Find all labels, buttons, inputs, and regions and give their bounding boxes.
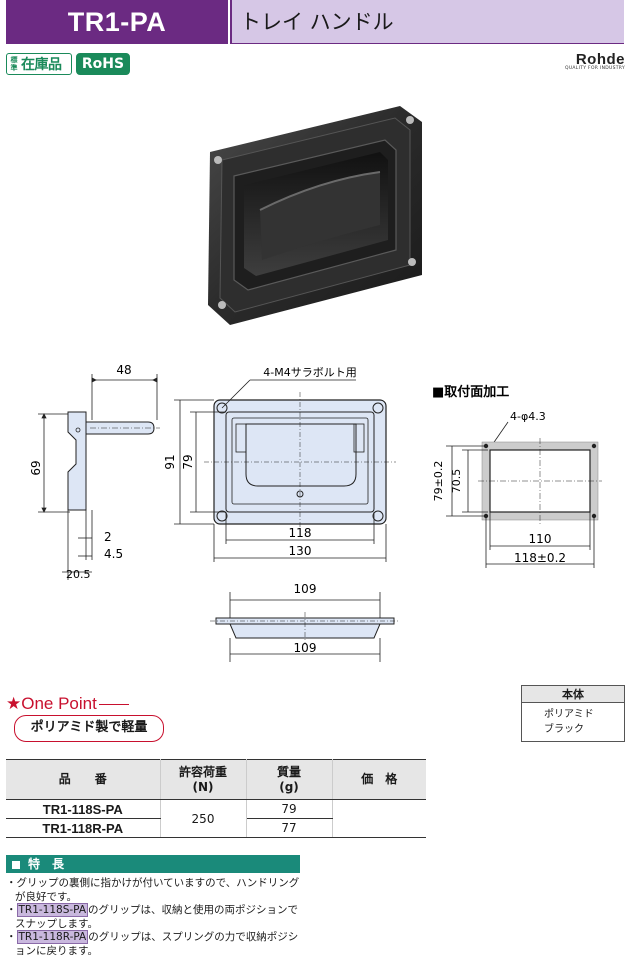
brand-logo: Rohde QUALITY FOR INDUSTRY (533, 51, 625, 71)
dim-side-2: 2 (104, 530, 112, 544)
bolt-note: 4-M4サラボルト用 (263, 366, 356, 379)
material-line: ポリアミド (544, 709, 594, 720)
dim-bottom-109-top: 109 (294, 582, 317, 596)
row-load: 250 (159, 799, 247, 838)
features-title: 特 長 (6, 855, 300, 873)
one-point-text: ポリアミド製で軽量 (14, 715, 164, 742)
side-view-drawing: 48 69 2 4.5 20.5 (29, 363, 160, 581)
dim-side-20-5: 20.5 (66, 568, 91, 581)
front-view-drawing: 4-M4サラボルト用 91 79 118 130 (163, 366, 396, 562)
row-mass: 79 (245, 799, 333, 819)
table-row: TR1-118S-PA 250 79 (6, 799, 426, 838)
model-code-highlight: TR1-118R-PA (16, 930, 89, 944)
features-list: ・グリップの裏側に指かけが付いていますので、ハンドリングが良好です。 ・TR1-… (6, 877, 304, 958)
row-price (331, 799, 426, 838)
header-part: 品 番 (6, 759, 161, 800)
mounting-cutout-drawing: ■取付面加工 4-φ4.3 79±0.2 70.5 110 118±0.2 (432, 384, 602, 568)
rohs-badge: RoHS (76, 53, 130, 75)
material-header: 本体 (522, 686, 624, 703)
list-item: ・グリップの裏側に指かけが付いていますので、ハンドリングが良好です。 (6, 877, 300, 903)
bottom-view-drawing: 109 109 (210, 582, 400, 662)
table-row: TR1-118R-PA 77 (6, 818, 426, 838)
dim-bottom-109-bottom: 109 (294, 641, 317, 655)
dim-mount-118: 118±0.2 (514, 551, 566, 565)
dim-front-91: 91 (163, 454, 177, 469)
product-name: トレイ ハンドル (230, 0, 624, 44)
brand-tagline: QUALITY FOR INDUSTRY (564, 66, 625, 71)
model-title: TR1-PA (6, 0, 228, 44)
dim-front-118: 118 (289, 526, 312, 540)
header-load: 許容荷重(N) (159, 759, 247, 800)
row-model: TR1-118R-PA (6, 818, 161, 838)
standard-big-label: 在庫品 (21, 57, 62, 73)
one-point-title: ★One Point (6, 694, 129, 714)
dim-front-79: 79 (181, 454, 195, 469)
brand-name: Rohde (575, 51, 625, 68)
row-model: TR1-118S-PA (6, 799, 161, 819)
dim-mount-70-5: 70.5 (450, 469, 463, 494)
mounting-holes-note: 4-φ4.3 (510, 410, 546, 423)
dim-mount-110: 110 (529, 532, 552, 546)
dim-mount-79: 79±0.2 (432, 461, 445, 502)
material-box: 本体 ポリアミド ブラック (521, 685, 625, 742)
standard-stock-badge: 標準 在庫品 (6, 53, 72, 75)
spec-table-header: 品 番 許容荷重(N) 質量(g) 価 格 (6, 759, 426, 800)
standard-small-label: 標準 (10, 56, 18, 72)
dim-side-48: 48 (116, 363, 131, 377)
dim-side-4-5: 4.5 (104, 547, 123, 561)
dim-front-130: 130 (289, 544, 312, 558)
header-mass: 質量(g) (245, 759, 333, 800)
header-price: 価 格 (331, 759, 426, 800)
model-code-highlight: TR1-118S-PA (16, 903, 89, 917)
product-photo (208, 106, 422, 325)
material-line: ブラック (544, 724, 584, 735)
mounting-title: ■取付面加工 (432, 384, 509, 400)
spec-table: 品 番 許容荷重(N) 質量(g) 価 格 TR1-118S-PA 250 79… (6, 759, 426, 838)
dim-side-69: 69 (29, 460, 43, 475)
row-mass: 77 (245, 818, 332, 838)
